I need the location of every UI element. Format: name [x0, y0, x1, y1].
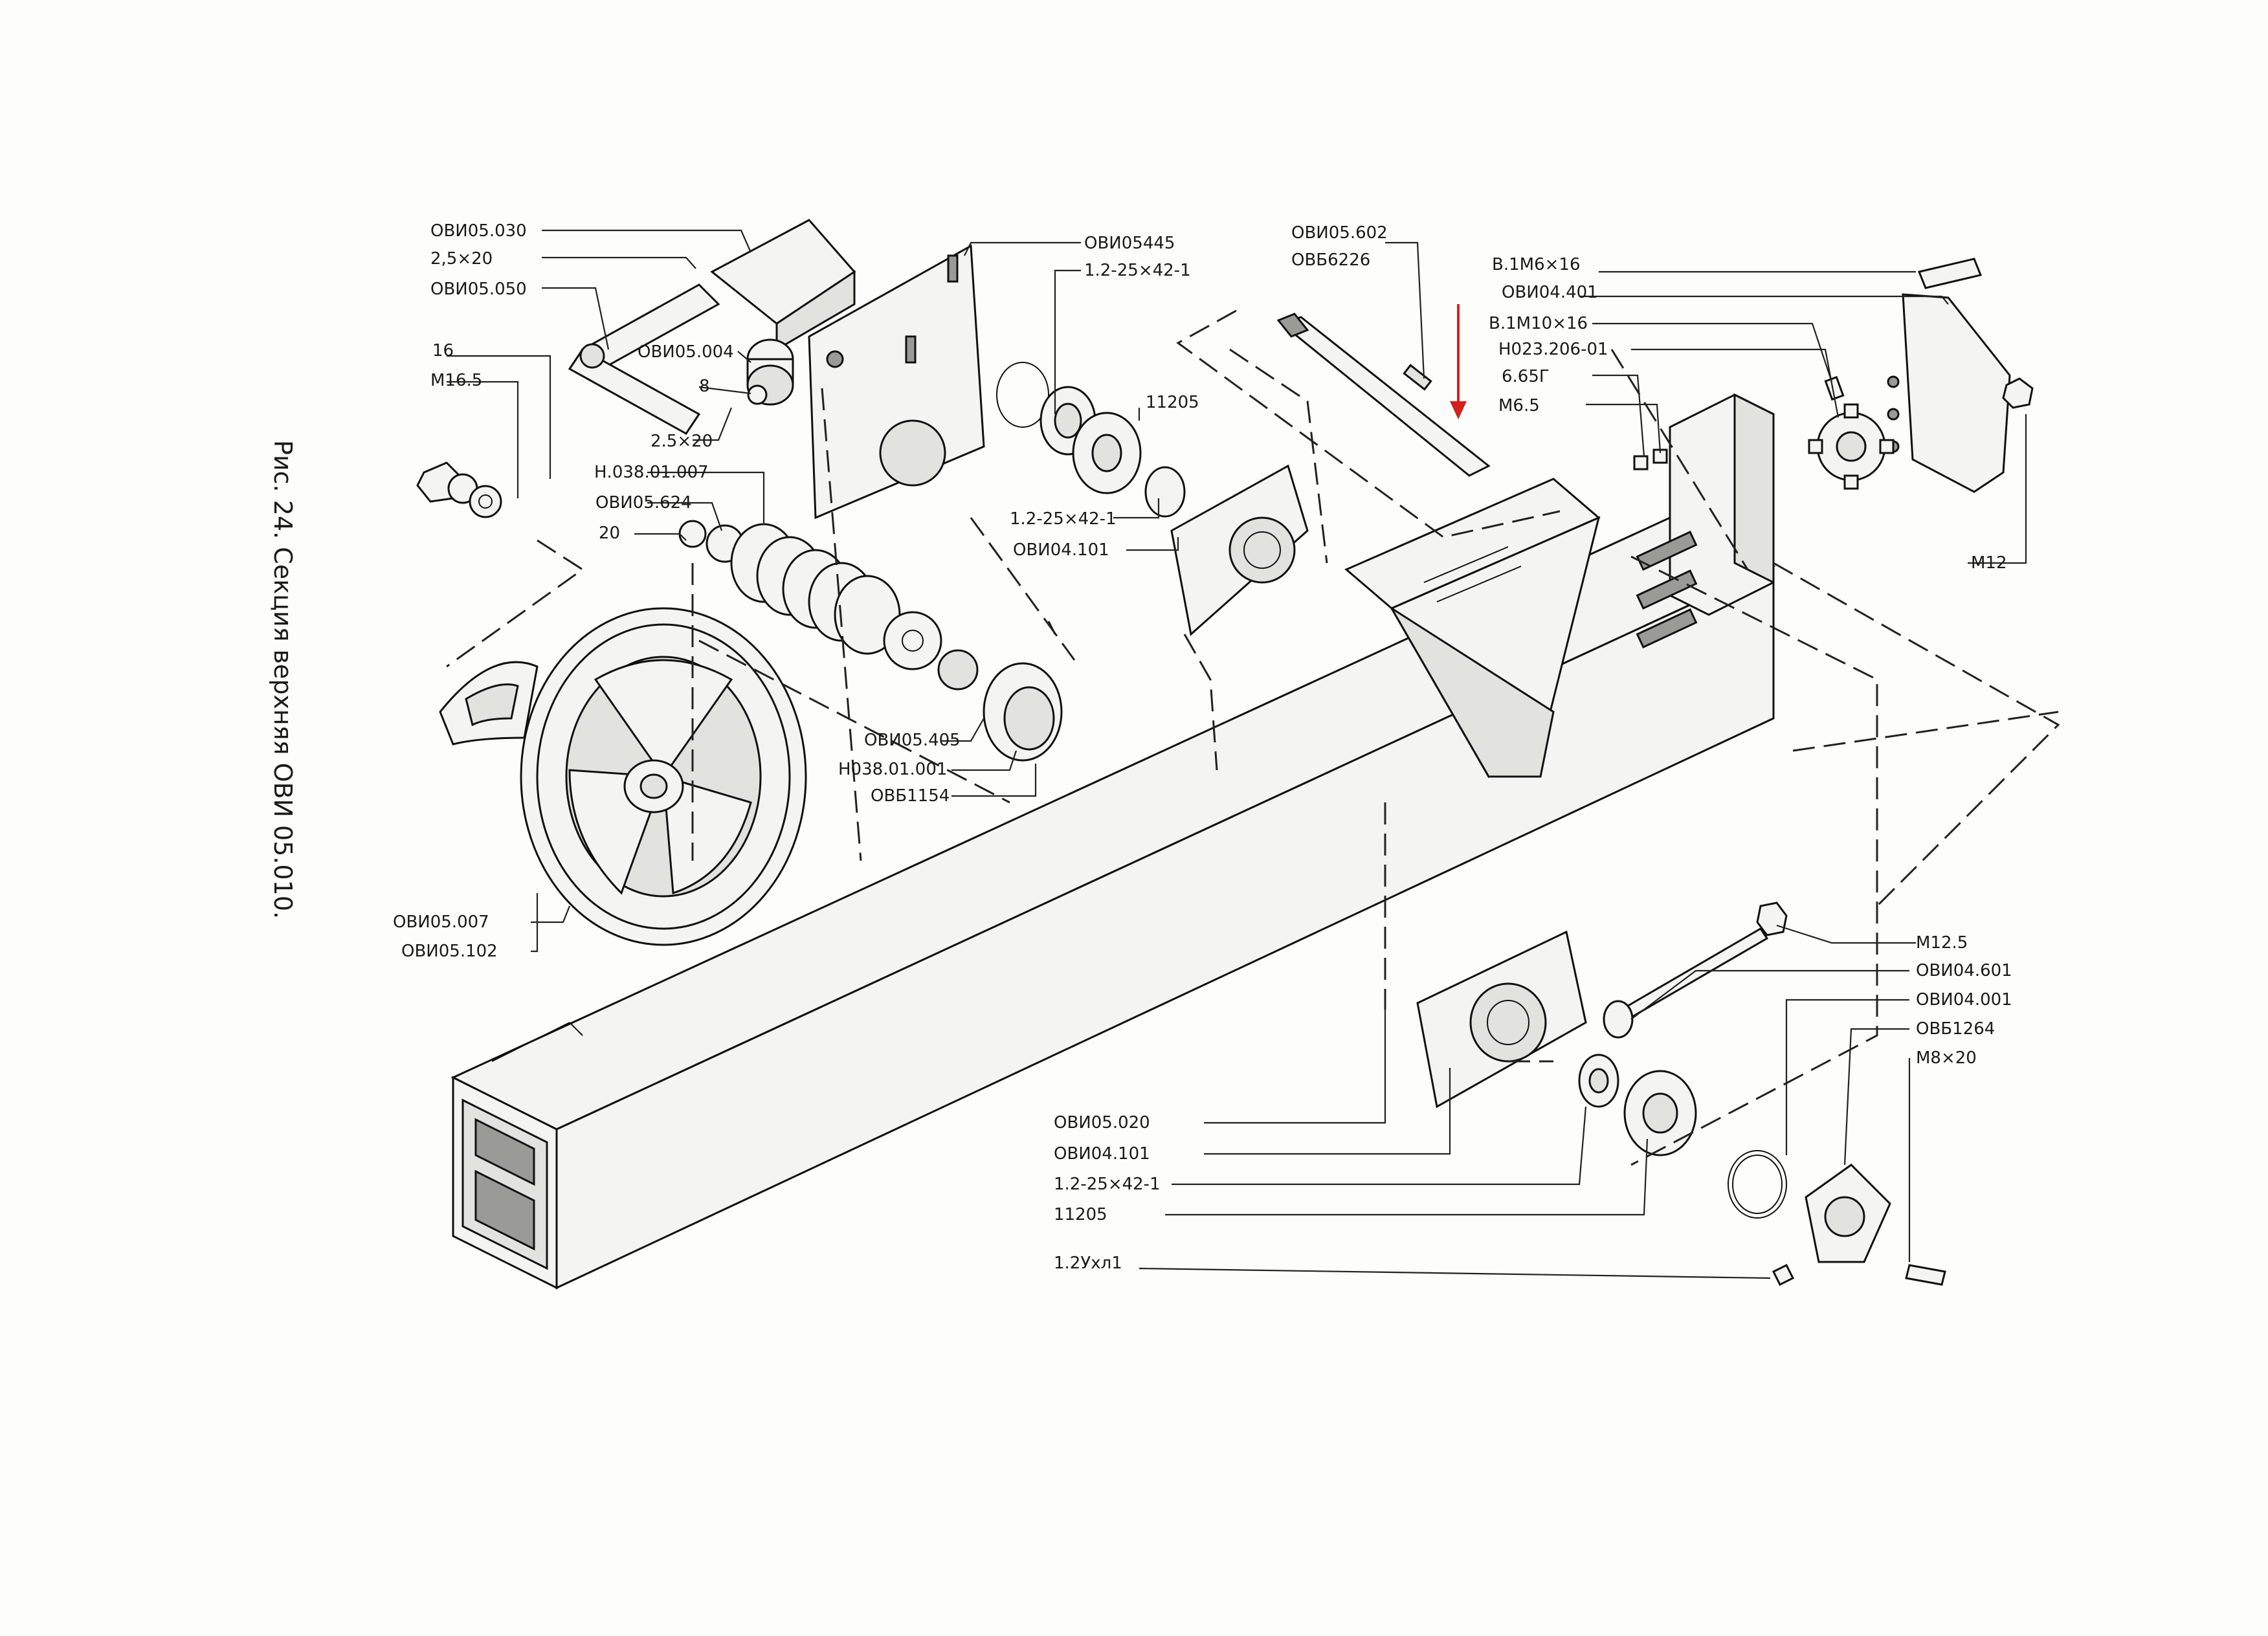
label-ovi05-050: ОВИ05.050 — [430, 280, 527, 299]
small-fasteners-bottom — [1772, 1263, 1946, 1287]
label-bearing-seal-mid: 1.2-25×42-1 — [1010, 509, 1117, 529]
label-nut-m16-5: М16.5 — [430, 371, 482, 390]
label-bearing-seal-bottom: 1.2-25×42-1 — [1054, 1175, 1161, 1194]
label-ovb6226: ОВБ6226 — [1291, 250, 1370, 270]
label-ovb1264: ОВБ1264 — [1916, 1019, 1995, 1039]
shaft — [1276, 313, 1491, 477]
label-washer-8: 8 — [699, 377, 710, 396]
label-bolt-m10x16: В.1М10×16 — [1489, 314, 1588, 333]
label-h023-206-01: Н023.206-01 — [1498, 340, 1608, 359]
bearing-housing-bottom — [1416, 930, 1587, 1109]
lever — [568, 283, 720, 435]
label-grease-fitting: 1.2Ухл1 — [1054, 1254, 1122, 1273]
label-nut-m6-5: М6.5 — [1498, 396, 1540, 415]
belt-guard — [439, 661, 539, 746]
label-washer-6-65g: 6.65Г — [1502, 367, 1550, 386]
mounting-plate — [808, 244, 985, 520]
spring-stack — [678, 520, 979, 691]
bearings-bottom — [1578, 1054, 1697, 1156]
label-ovi04-001: ОВИ04.001 — [1916, 990, 2012, 1010]
leader-lines — [447, 229, 2027, 1279]
label-ring-20: 20 — [599, 524, 620, 543]
label-ovi04-601: ОВИ04.601 — [1916, 961, 2012, 980]
right-end-housing — [1636, 393, 1775, 648]
right-cover-plate — [1887, 293, 2011, 493]
label-h038-01-007: Н.038.01.007 — [594, 463, 709, 482]
label-ovi05445: ОВИ05445 — [1084, 234, 1175, 253]
part-labels: ОВИ05.030 2,5×20 ОВИ05.050 ОВИ05.004 8 2… — [393, 221, 2012, 1273]
label-h038-01-001: Н038.01.001 — [838, 760, 947, 779]
label-bolt-m6x16: В.1М6×16 — [1492, 255, 1581, 274]
label-ovi05-020: ОВИ05.020 — [1054, 1113, 1150, 1133]
label-ovi05-007: ОВИ05.007 — [393, 912, 489, 932]
label-ovi04-101-bottom: ОВИ04.101 — [1054, 1144, 1150, 1164]
label-ovi04-101-top: ОВИ04.101 — [1013, 540, 1109, 560]
figure-caption: Рис. 24. Секция верхняя ОВИ 05.010. — [269, 440, 297, 919]
bearing-housing-top — [1170, 464, 1309, 636]
label-washer-16: 16 — [432, 341, 454, 360]
label-pin-2-5x20-top: 2,5×20 — [430, 249, 493, 269]
label-bearing-seal-top: 1.2-25×42-1 — [1084, 261, 1191, 280]
sprocket — [1808, 403, 1895, 490]
bearing-cover-left — [983, 662, 1063, 762]
label-bearing-11205-bottom: 11205 — [1054, 1205, 1107, 1224]
label-ovi05-405: ОВИ05.405 — [864, 731, 961, 750]
label-bearing-11205-top: 11205 — [1146, 393, 1199, 412]
label-ovb1154: ОВБ1154 — [871, 786, 950, 806]
bottom-cover — [1728, 1150, 1891, 1263]
nut-washer-left — [416, 461, 502, 518]
red-arrow — [1450, 304, 1467, 419]
label-nut-m12-5: М12.5 — [1916, 933, 1968, 953]
damper — [746, 338, 794, 406]
group-outlines — [446, 309, 2060, 1166]
hopper-bracket — [1344, 478, 1601, 779]
label-ovi05-030: ОВИ05.030 — [430, 221, 527, 241]
label-ovi05-602: ОВИ05.602 — [1291, 223, 1388, 243]
label-ovi04-401: ОВИ04.401 — [1502, 283, 1598, 302]
bearings-top — [996, 362, 1186, 518]
label-ovi05-102: ОВИ05.102 — [401, 942, 498, 961]
pulley — [520, 607, 807, 946]
long-bolt — [1603, 901, 1788, 1039]
label-pin-2-5x20: 2.5×20 — [650, 432, 713, 451]
label-bolt-m8x20: М8×20 — [1916, 1048, 1977, 1068]
label-ovi05-624: ОВИ05.624 — [595, 493, 692, 513]
label-ovi05-004: ОВИ05.004 — [638, 342, 734, 362]
label-nut-m12: М12 — [1971, 553, 2007, 573]
